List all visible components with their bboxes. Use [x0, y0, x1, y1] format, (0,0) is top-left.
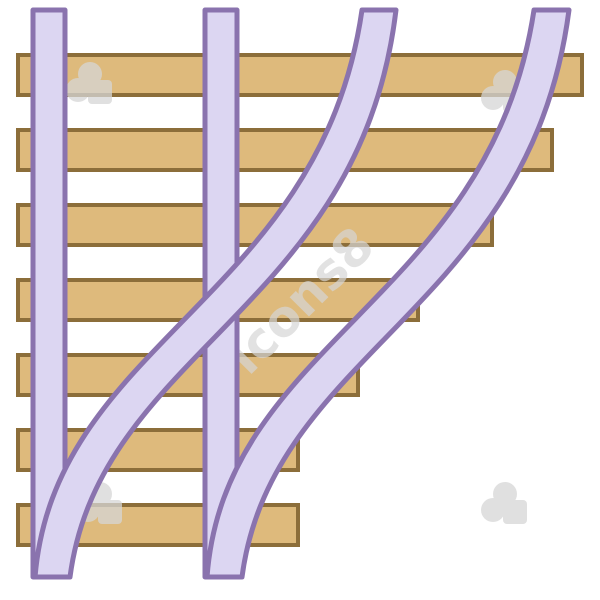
- watermark-logo-icon: [66, 62, 112, 104]
- tie: [16, 203, 494, 247]
- diverging-rail: [204, 7, 572, 580]
- diverging-rails: [32, 7, 572, 580]
- tie: [16, 128, 554, 172]
- watermark-logo-icon: [481, 482, 527, 524]
- diverging-rail: [32, 7, 399, 580]
